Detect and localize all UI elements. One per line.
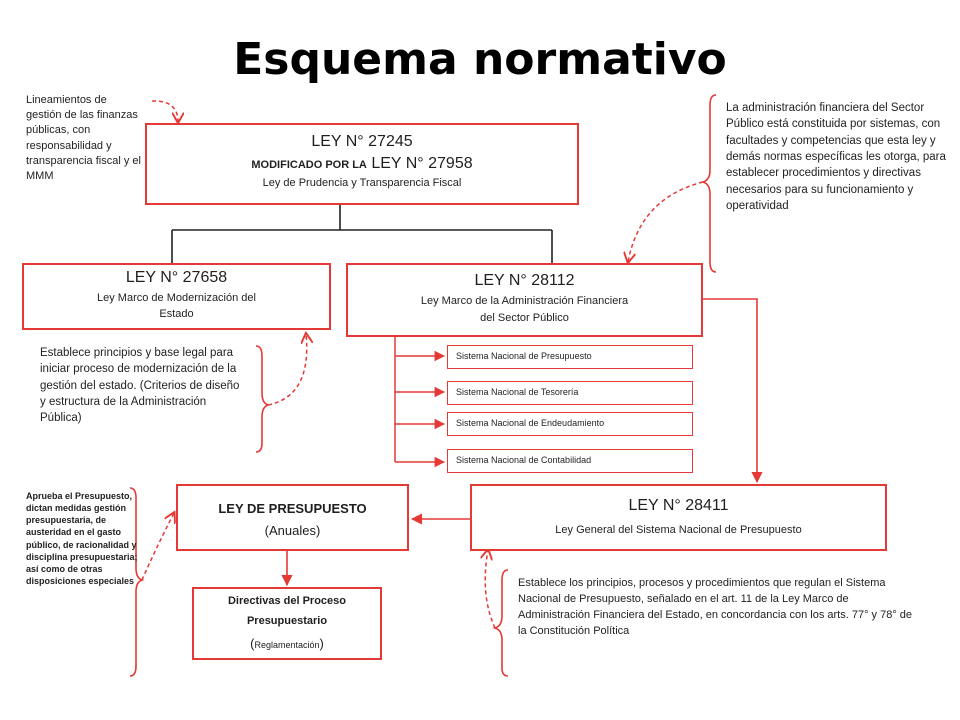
tree-connector	[171, 205, 553, 264]
note-aprueba-line: presupuestaria, de	[26, 515, 107, 526]
dashed-callouts	[141, 100, 704, 629]
box-directivas: Directivas del Proceso Presupuestario (R…	[192, 587, 382, 660]
note-administracion-line: facultades y competencias que esta ley y	[726, 134, 936, 147]
note-principios-line: y estructura de la Administración	[40, 395, 207, 408]
ley-27658-subtitle-2: Estado	[159, 308, 194, 321]
note-aprueba-line: público, de racionalidad y	[26, 539, 137, 550]
note-administracion-line: La administración financiera del Sector	[726, 102, 925, 114]
ley-28112-subtitle-2: del Sector Público	[480, 312, 569, 325]
note-aprueba-line: dictan medidas gestión	[26, 503, 127, 514]
note-lineamientos-line: gestión de las finanzas	[26, 109, 138, 122]
note-lineamientos: Lineamientos de gestión de las finanzas …	[26, 93, 141, 184]
note-aprueba-line: Aprueba el Presupuesto,	[26, 491, 133, 501]
box-ley-27658: LEY N° 27658 Ley Marco de Modernización …	[22, 263, 331, 330]
note-lineamientos-line: públicas, con	[26, 124, 91, 137]
arrow-28112-to-28411	[703, 298, 763, 484]
note-aprueba-line: disciplina presupuestaria;	[26, 551, 138, 562]
note-principios-modernizacion: Establece principios y base legal para i…	[40, 345, 239, 427]
ley-27658-subtitle-1: Ley Marco de Modernización del	[97, 292, 256, 305]
note-principios-line: Pública)	[40, 412, 82, 425]
sistema-endeudamiento: Sistema Nacional de Endeudamiento	[447, 412, 693, 436]
page-title: Esquema normativo	[233, 34, 727, 85]
note-administracion-line: operatividad	[726, 199, 789, 212]
ley-27958-title: LEY N° 27958	[371, 155, 473, 173]
ley-28411-title: LEY N° 28411	[628, 497, 729, 514]
note-aprueba-line: disposiciones especiales	[26, 575, 135, 586]
note-procesos-line: Nacional de Presupuesto, señalado en el …	[518, 592, 849, 605]
note-lineamientos-line: MMM	[26, 169, 54, 182]
sistema-tesoreria: Sistema Nacional de Tesorería	[447, 381, 693, 405]
sistema-presupuesto: Sistema Nacional de Presupuesto	[447, 345, 693, 369]
ley-28112-title: LEY N° 28112	[474, 272, 575, 289]
note-administracion-line: establecer procedimientos y directivas	[726, 167, 921, 180]
box-ley-28411: LEY N° 28411 Ley General del Sistema Nac…	[470, 484, 887, 551]
ley-28411-subtitle: Ley General del Sistema Nacional de Pres…	[555, 524, 802, 537]
directivas-paren-close: )	[319, 636, 324, 652]
note-procesos-line: la Constitución Política	[518, 624, 630, 637]
directivas-title-1: Directivas del Proceso	[227, 595, 346, 607]
directivas-title-2: Presupuestario	[246, 615, 328, 628]
box-ley-de-presupuesto: LEY DE PRESUPUESTO (Anuales)	[176, 484, 409, 551]
note-aprueba-line: austeridad en el gasto	[26, 527, 122, 538]
note-aprueba-line: así como de otras	[26, 563, 103, 574]
note-administracion-line: necesarios para su funcionamiento y	[726, 183, 914, 196]
note-aprueba-presupuesto: Aprueba el Presupuesto, dictan medidas g…	[26, 490, 138, 587]
note-principios-line: iniciar proceso de modernización de la	[40, 363, 237, 376]
note-administracion-financiera: La administración financiera del Sector …	[726, 100, 946, 214]
ley-presupuesto-subtitle: (Anuales)	[264, 522, 321, 538]
note-procesos-line: Administración Financiera del Estado, en…	[518, 608, 913, 621]
ley-27245-title: LEY N° 27245	[311, 133, 413, 150]
note-principios-line: Establece principios y base legal para	[40, 347, 234, 359]
ley-28112-subtitle-1: Ley Marco de la Administración Financier…	[420, 295, 629, 308]
note-procesos-line: Establece los principios, procesos y pro…	[518, 577, 886, 589]
directivas-paren-open: (	[250, 636, 255, 652]
sistemas-connector	[394, 337, 446, 468]
note-administracion-line: Público está constituida por sistemas, c…	[726, 118, 941, 131]
note-lineamientos-line: transparencia fiscal y el	[26, 154, 141, 167]
box-ley-27245: LEY N° 27245 MODIFICADO POR LA LEY N° 27…	[145, 123, 579, 205]
note-principios-line: gestión del estado. (Criterios de diseño	[40, 379, 240, 392]
box-ley-28112: LEY N° 28112 Ley Marco de la Administrac…	[346, 263, 703, 337]
note-administracion-line: demás normas específicas les otorga, par…	[726, 150, 946, 163]
ley-presupuesto-title: LEY DE PRESUPUESTO	[218, 501, 367, 516]
ley-27245-subtitle: Ley de Prudencia y Transparencia Fiscal	[262, 177, 462, 190]
note-lineamientos-line: Lineamientos de	[26, 94, 107, 106]
note-procesos-presupuesto: Establece los principios, procesos y pro…	[518, 576, 912, 640]
note-lineamientos-line: responsabilidad y	[26, 139, 112, 152]
directivas-reglamentacion: Reglamentación	[254, 640, 320, 651]
modificado-prefix: MODIFICADO POR LA	[251, 159, 367, 172]
sistema-contabilidad: Sistema Nacional de Contabilidad	[447, 449, 693, 473]
ley-27658-title: LEY N° 27658	[125, 269, 228, 286]
